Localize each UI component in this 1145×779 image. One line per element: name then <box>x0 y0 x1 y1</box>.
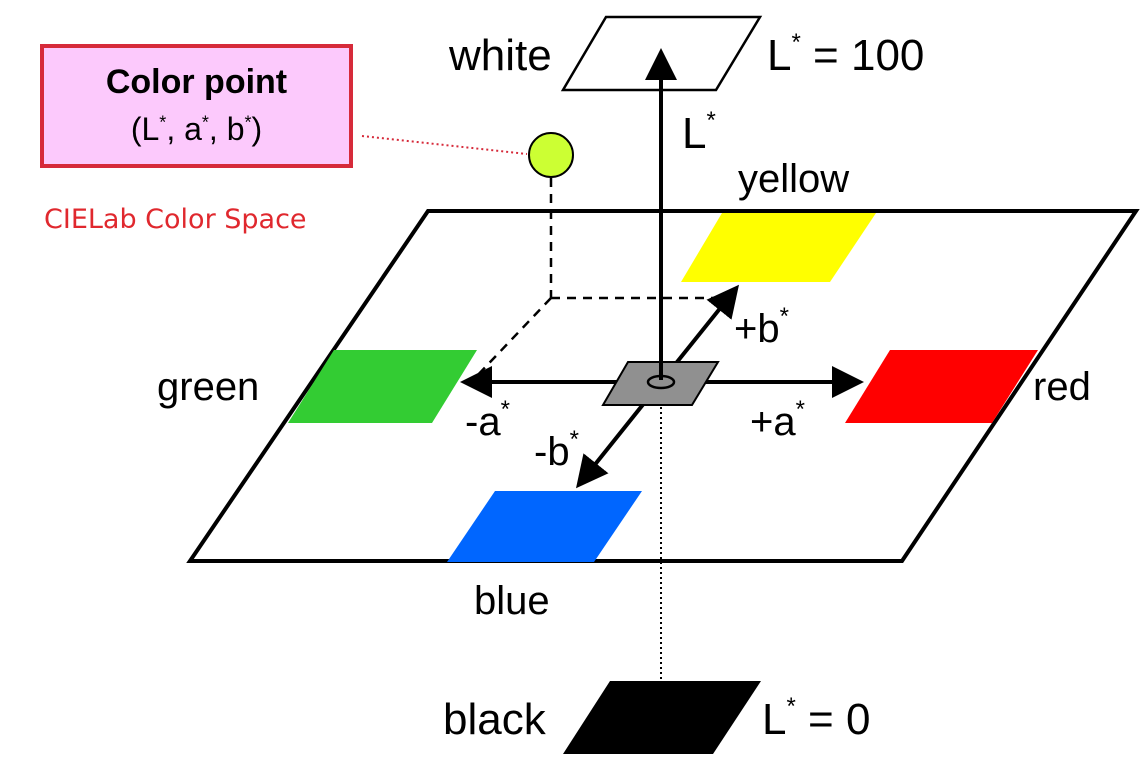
label-plus-b: +b* <box>734 303 789 351</box>
label-red: red <box>1033 365 1091 409</box>
yellow-patch <box>681 213 876 282</box>
green-patch <box>288 350 477 423</box>
legend-coords: (L*, a*, b*) <box>130 111 263 147</box>
label-minus-a: -a* <box>465 396 510 444</box>
label-minus-b: -b* <box>534 426 579 474</box>
label-yellow: yellow <box>738 157 849 201</box>
center-gray-patch <box>601 361 720 406</box>
projection-diagonal <box>474 297 552 379</box>
label-blue: blue <box>474 579 550 623</box>
label-green: green <box>157 365 259 409</box>
label-plus-a: +a* <box>750 396 805 444</box>
black-patch <box>563 681 761 754</box>
label-l-axis: L* <box>682 107 716 158</box>
legend-leader-line <box>361 135 528 155</box>
red-patch <box>845 350 1038 423</box>
label-l-min: L* = 0 <box>762 693 870 744</box>
color-point-legend: Color point (L*, a*, b*) <box>40 44 353 168</box>
label-white: white <box>448 31 552 80</box>
legend-title: Color point <box>105 63 288 101</box>
label-l-max: L* = 100 <box>767 29 924 80</box>
label-black: black <box>443 695 547 744</box>
cielab-caption: CIELab Color Space <box>44 204 307 235</box>
blue-patch <box>447 491 642 562</box>
color-point <box>528 132 574 178</box>
